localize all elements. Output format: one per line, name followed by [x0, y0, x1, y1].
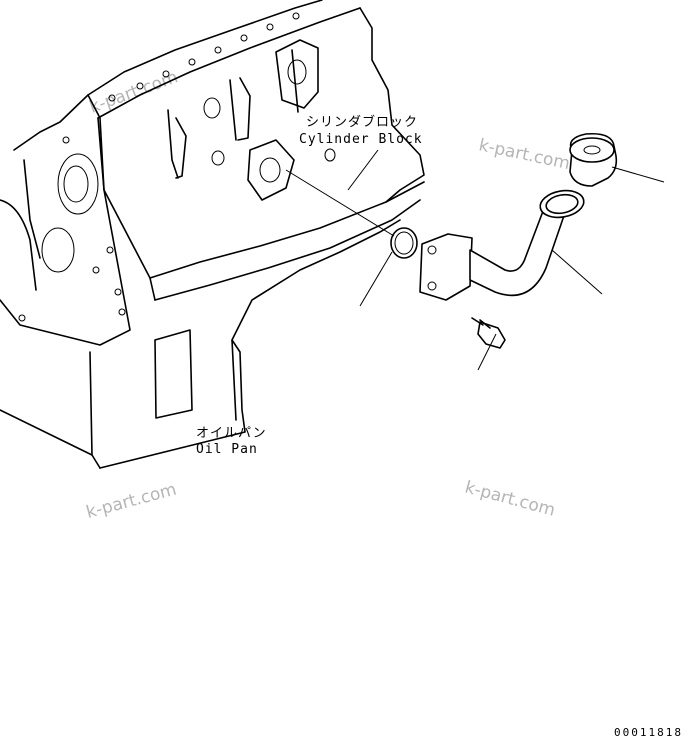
cylinder-block-label-jp: シリンダブロック [306, 114, 418, 130]
watermark: k-part.com [84, 480, 179, 523]
watermark: k-part.com [87, 67, 181, 117]
oil-filler-tube-part [419, 189, 585, 301]
filler-cap-part [569, 132, 618, 187]
oil-pan-label-en: Oil Pan [196, 442, 258, 457]
bolt-part [471, 317, 506, 349]
oil-pan-label-jp: オイルパン [196, 426, 267, 441]
leader-lines [285, 149, 665, 371]
cylinder-block-drawing [0, 0, 425, 469]
cylinder-block-label-en: Cylinder Block [299, 132, 423, 147]
gasket-part [390, 227, 418, 259]
watermark: k-part.com [463, 478, 558, 521]
diagram-code: 00011818 [614, 726, 683, 738]
watermark: k-part.com [477, 135, 572, 174]
